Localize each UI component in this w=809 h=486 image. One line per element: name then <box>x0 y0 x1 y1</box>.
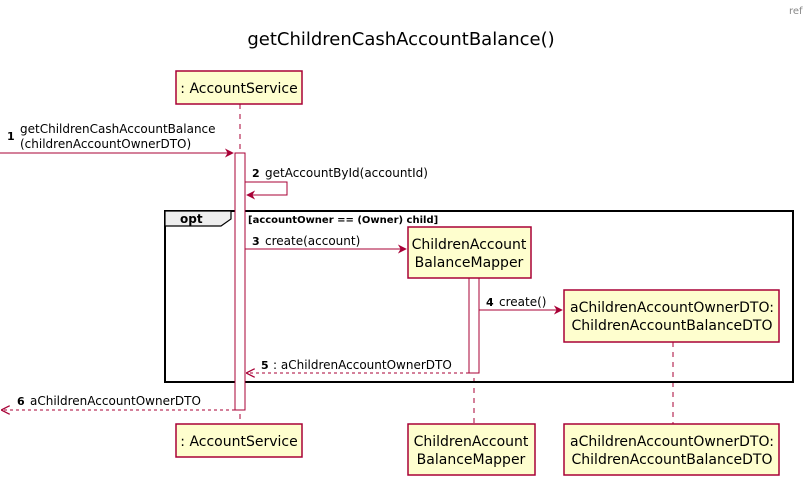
diagram-title: getChildrenCashAccountBalance() <box>247 29 554 50</box>
message-3: 3 create(account) <box>245 234 407 254</box>
activation-account-service <box>234 152 246 411</box>
fragment-guard: [accountOwner == (Owner) child] <box>248 215 438 226</box>
message-label: create() <box>499 295 546 309</box>
message-label: getAccountById(accountId) <box>265 166 428 180</box>
participant-dto-created: aChildrenAccountOwnerDTO: ChildrenAccoun… <box>563 289 780 343</box>
message-1: 1 getChildrenCashAccountBalance (childre… <box>0 122 234 158</box>
fragment-keyword: opt <box>180 212 203 226</box>
participant-label-line1: ChildrenAccount <box>412 237 527 253</box>
corner-ref-label: ref <box>789 6 803 17</box>
message-number: 5 <box>261 359 269 372</box>
message-label: aChildrenAccountOwnerDTO <box>30 394 201 408</box>
message-6: 6 aChildrenAccountOwnerDTO <box>2 394 235 410</box>
participant-label-line1: aChildrenAccountOwnerDTO: <box>570 434 774 450</box>
message-number: 4 <box>486 296 494 309</box>
participant-mapper-created: ChildrenAccount BalanceMapper <box>407 226 532 279</box>
participant-label-line2: BalanceMapper <box>417 452 526 468</box>
message-label: create(account) <box>265 234 360 248</box>
fragment-tab <box>164 210 232 227</box>
participant-label: : AccountService <box>180 81 297 97</box>
participant-label-line2: BalanceMapper <box>415 255 524 271</box>
message-4: 4 create() <box>479 295 563 315</box>
fragment-frame <box>164 210 794 383</box>
participant-label-line1: ChildrenAccount <box>414 434 529 450</box>
participant-account-service-top: : AccountService <box>175 70 303 105</box>
message-label-line2: (childrenAccountOwnerDTO) <box>20 137 191 151</box>
participant-account-service-bottom: : AccountService <box>175 423 303 458</box>
participant-dto-bottom: aChildrenAccountOwnerDTO: ChildrenAccoun… <box>563 423 780 476</box>
message-label: : aChildrenAccountOwnerDTO <box>273 358 452 372</box>
participant-mapper-bottom: ChildrenAccount BalanceMapper <box>407 423 536 476</box>
message-number: 6 <box>17 395 25 408</box>
message-5: 5 : aChildrenAccountOwnerDTO <box>247 358 469 373</box>
message-number: 3 <box>252 235 260 248</box>
participant-label-line2: ChildrenAccountBalanceDTO <box>572 318 773 334</box>
participant-label-line1: aChildrenAccountOwnerDTO: <box>570 300 774 316</box>
activation-mapper <box>468 277 480 374</box>
opt-fragment: opt [accountOwner == (Owner) child] <box>164 210 794 383</box>
message-number: 2 <box>252 167 260 180</box>
message-label-line1: getChildrenCashAccountBalance <box>20 122 216 136</box>
participant-label-line2: ChildrenAccountBalanceDTO <box>572 452 773 468</box>
message-2: 2 getAccountById(accountId) <box>245 166 428 200</box>
participant-label: : AccountService <box>180 434 297 450</box>
message-number: 1 <box>7 130 15 143</box>
